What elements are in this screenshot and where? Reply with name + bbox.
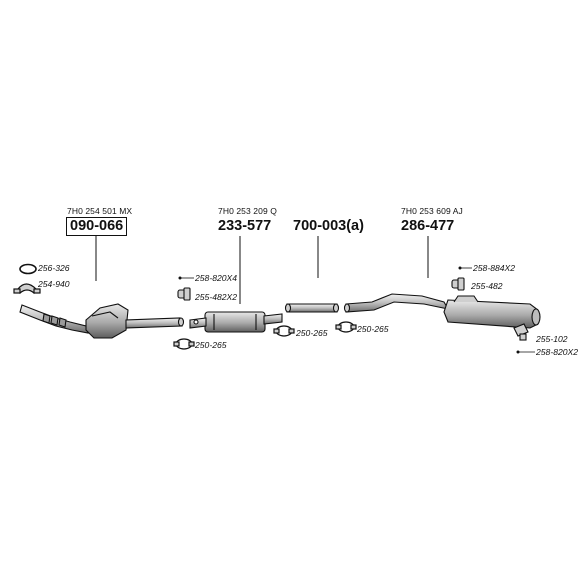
part-number-front-silencer[interactable]: 233-577: [218, 218, 272, 234]
label-bolt-set-front: 258-820X4: [195, 273, 238, 283]
hanger-icon-front: [177, 287, 191, 301]
clamp-icon-3: [335, 321, 357, 333]
label-gasket: 256-326: [38, 263, 70, 273]
bolt-icon-rear: [458, 266, 462, 270]
middle-pipe-icon: [284, 303, 340, 313]
label-clamp-1: 250-265: [195, 340, 227, 350]
bolt-icon-front: [178, 276, 182, 280]
hanger-icon-rear: [451, 277, 465, 291]
oem-catalyst: 7H0 254 501 MX: [67, 206, 133, 216]
label-hanger-rear: 255-482: [471, 281, 503, 291]
label-clamp-2: 250-265: [296, 328, 328, 338]
label-bolt-set-rear: 258-884X2: [473, 263, 516, 273]
clamp-icon-1: [173, 338, 195, 350]
rear-silencer-icon: [343, 293, 541, 329]
catalyst-icon: [19, 303, 185, 339]
part-number-rear-silencer[interactable]: 286-477: [401, 218, 455, 234]
label-clamp-front: 254-940: [38, 279, 70, 289]
oem-rear-silencer: 7H0 253 609 AJ: [401, 206, 463, 216]
label-bracket-rear: 255-102: [536, 334, 568, 344]
clamp-icon-2: [273, 325, 295, 337]
oem-front-silencer: 7H0 253 209 Q: [218, 206, 277, 216]
front-silencer-icon: [189, 311, 283, 333]
part-number-middle-pipe[interactable]: 700-003(a): [293, 218, 364, 234]
label-hanger-front: 255-482X2: [195, 292, 238, 302]
front-clamp-icon: [13, 283, 41, 294]
label-clamp-3: 250-265: [357, 324, 389, 334]
label-bolt-set-rear-2: 258-820X2: [536, 347, 579, 357]
bolt-icon-rear-2: [516, 350, 520, 354]
gasket-icon: [19, 263, 37, 275]
bracket-icon-rear: [513, 323, 529, 341]
part-number-catalyst[interactable]: 090-066: [66, 217, 128, 236]
